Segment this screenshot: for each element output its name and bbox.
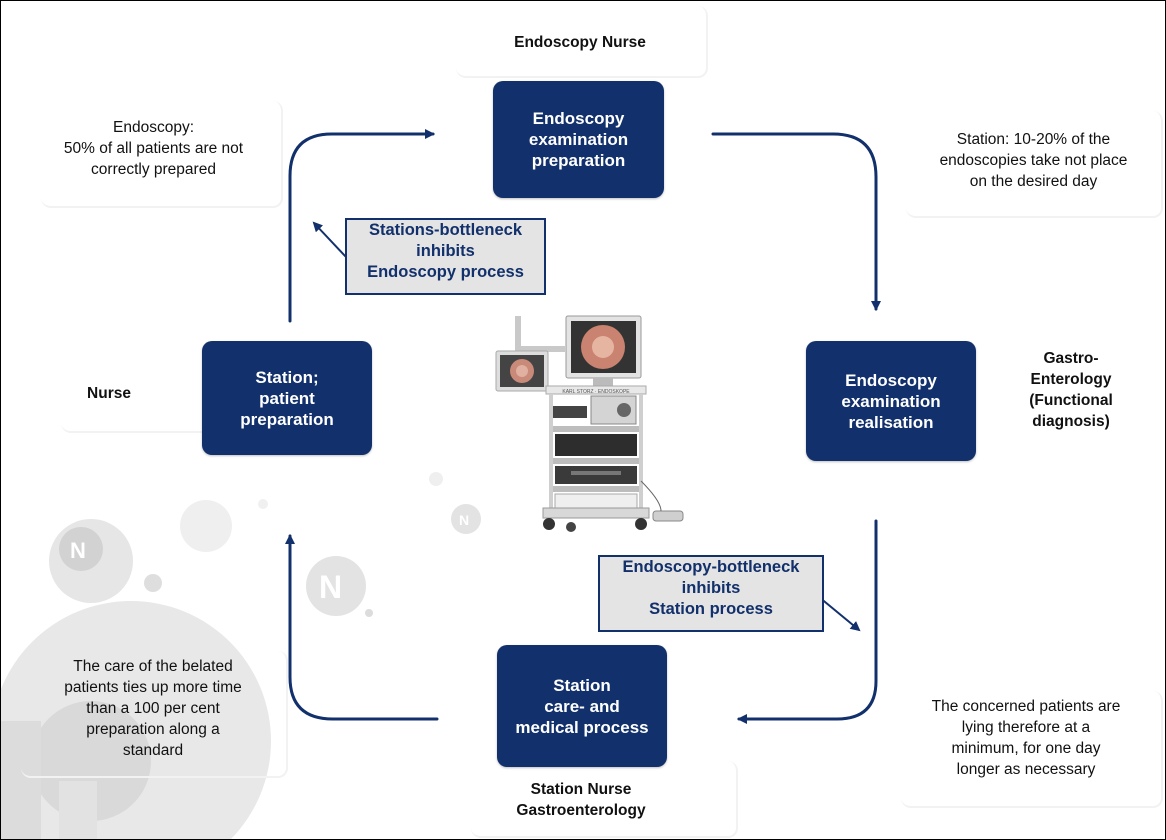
arrow-station-bottleneck [312,221,347,258]
station-bottleneck-note: Stations-bottleneck inhibits Endoscopy p… [345,218,546,295]
process-box-endoscopy-realisation: Endoscopy examination realisation [806,341,976,461]
ghost-frame [456,6,708,78]
ghost-frame [901,691,1163,808]
process-box-station-preparation: Station; patient preparation [202,341,372,455]
process-box-label: Endoscopy examination preparation [528,109,629,170]
arrow-left-to-top [288,129,435,323]
ghost-frame [906,111,1163,218]
process-box-endoscopy-preparation: Endoscopy examination preparation [493,81,664,198]
endoscopy-bottleneck-note: Endoscopy-bottleneck inhibits Station pr… [598,555,824,632]
role-right: Gastro- Enterology (Functional diagnosis… [1029,350,1113,430]
note-top-right: Station: 10-20% of the endoscopies take … [939,131,1128,190]
process-box-label: Station; patient preparation [240,367,334,429]
arrow-endoscopy-bottleneck [818,596,861,632]
note-bottom-right: The concerned patients are lying therefo… [931,698,1121,778]
svg-text:N: N [319,569,342,605]
note-bottom-left: The care of the belated patients ties up… [64,658,242,759]
process-box-label: Station care- and medical process [515,675,649,737]
endoscopy-tower-photo: KARL STORZ · ENDOSKOPE [495,315,684,532]
svg-text:N: N [70,538,86,563]
ghost-frame [41,101,283,208]
process-box-station-care: Station care- and medical process [497,645,667,767]
svg-text:N: N [459,512,469,528]
tower-brand-label: KARL STORZ · ENDOSKOPE [562,389,630,395]
process-box-label: Endoscopy examination realisation [841,370,941,432]
role-bottom: Station Nurse Gastroenterology [516,781,646,819]
arrow-right-to-bottom [737,519,878,724]
ghost-frame [471,761,738,838]
ghost-frame [21,651,288,778]
arrow-bottom-to-left [285,534,439,721]
role-left: Nurse [87,385,131,402]
note-top-left: Endoscopy: 50% of all patients are not c… [63,119,244,178]
role-top: Endoscopy Nurse [514,34,646,51]
arrow-top-to-right [711,132,881,311]
